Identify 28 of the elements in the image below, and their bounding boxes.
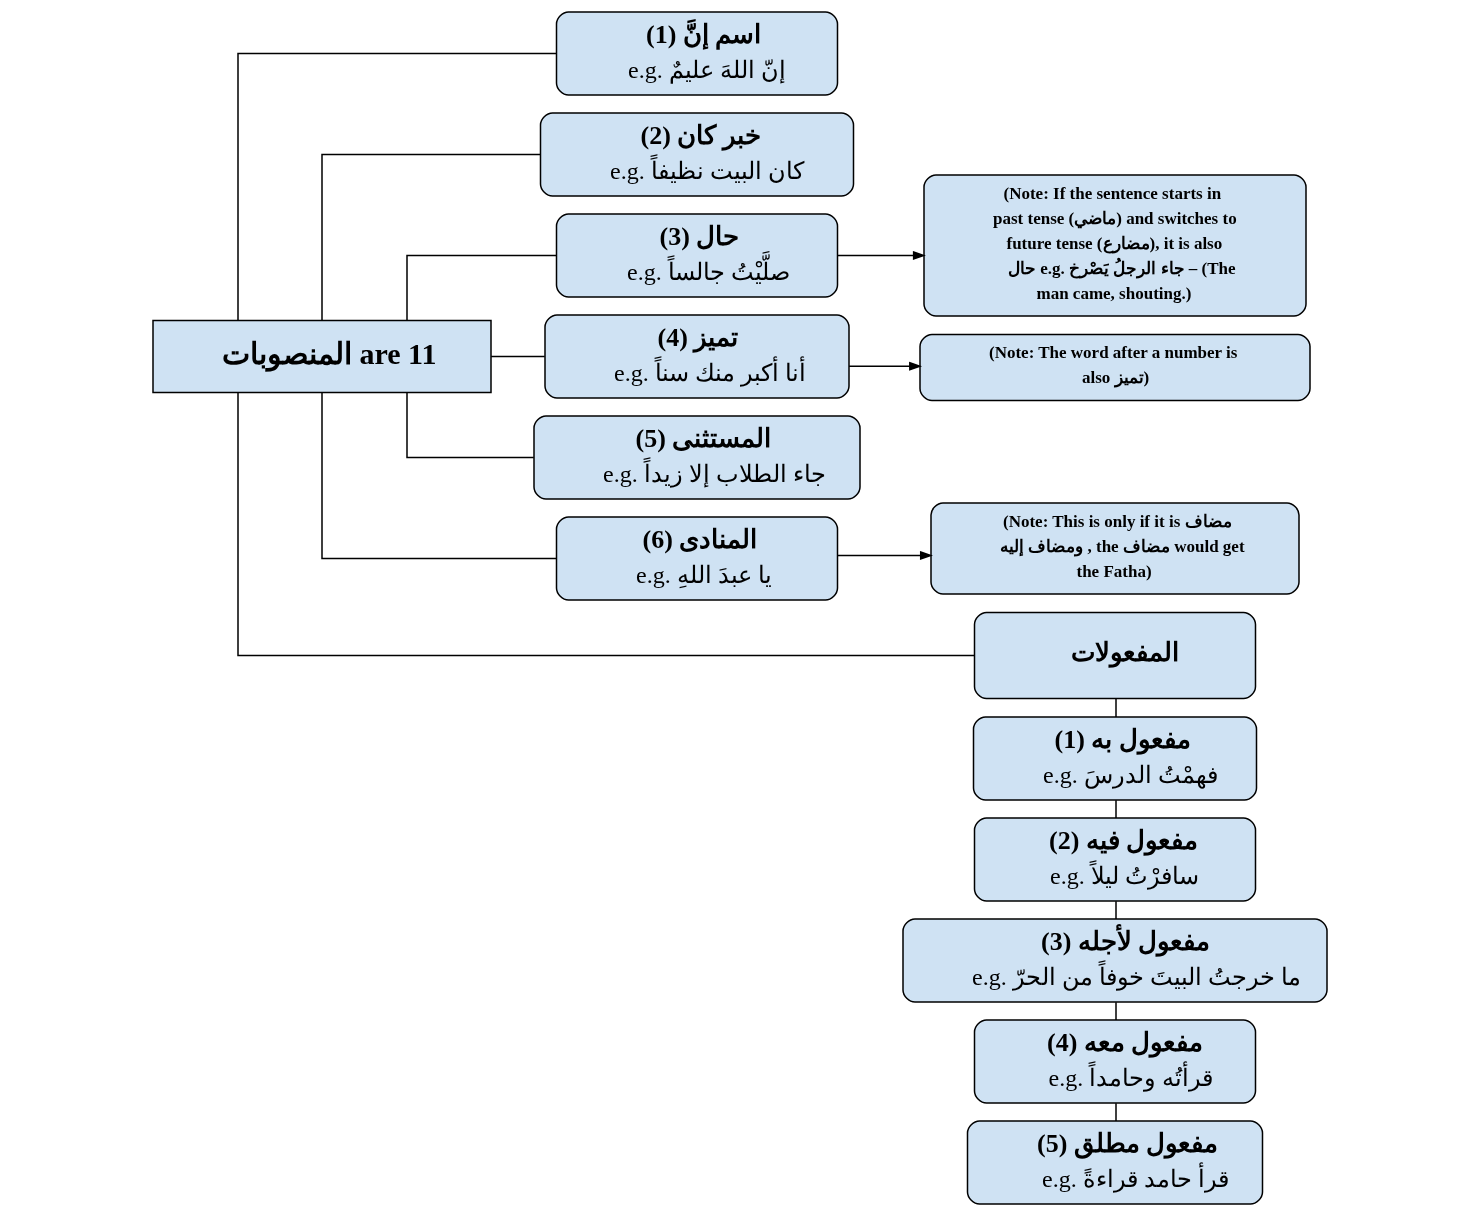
node-box: المنصوبات are 11 (152, 319, 492, 394)
arrow (848, 361, 923, 371)
connector (1115, 900, 1117, 920)
node-box: (2) خبر كان e.g. كان البيت نظيفاً (539, 112, 855, 197)
connector (1115, 1102, 1117, 1122)
node-box: (3) حال e.g. صلَّيْتُ جالساً (555, 213, 839, 298)
node-box: (1) اسم إنَّ e.g. إنّ اللهَ عليمٌ (555, 11, 839, 96)
connector (490, 355, 546, 358)
connector (321, 153, 542, 322)
node-box: المفعولات (973, 611, 1257, 700)
connector (237, 52, 558, 321)
connector (321, 391, 558, 560)
connector (1115, 799, 1117, 819)
node-box: (3) مفعول لأجله e.g. ما خرجتُ البيتَ خوفاً من الحرّ (902, 918, 1328, 1003)
arrow (836, 550, 933, 561)
node-box: (6) المنادى e.g. يا عبدَ اللهِ (555, 516, 839, 601)
node-box: (2) مفعول فيه e.g. سافرْتُ ليلاً (973, 817, 1257, 902)
connector (1115, 697, 1117, 718)
node-box: (5) المستثنى e.g. جاء الطلاب إلا زيداً (533, 415, 861, 500)
connector (1115, 1001, 1117, 1021)
connector (237, 391, 975, 657)
connector (406, 391, 535, 459)
connector (406, 254, 557, 322)
node-box: (4) تميز e.g. أنا أكبر منك سناً (544, 314, 850, 399)
node-box: (1) مفعول به e.g. فهمْتُ الدرسَ (972, 716, 1258, 801)
node-box: (4) مفعول معه e.g. قرأتُه وحامداً (973, 1019, 1257, 1104)
node-box: (5) مفعول مطلق e.g. قرأ حامد قراءةً (966, 1120, 1264, 1205)
arrow (836, 250, 926, 261)
